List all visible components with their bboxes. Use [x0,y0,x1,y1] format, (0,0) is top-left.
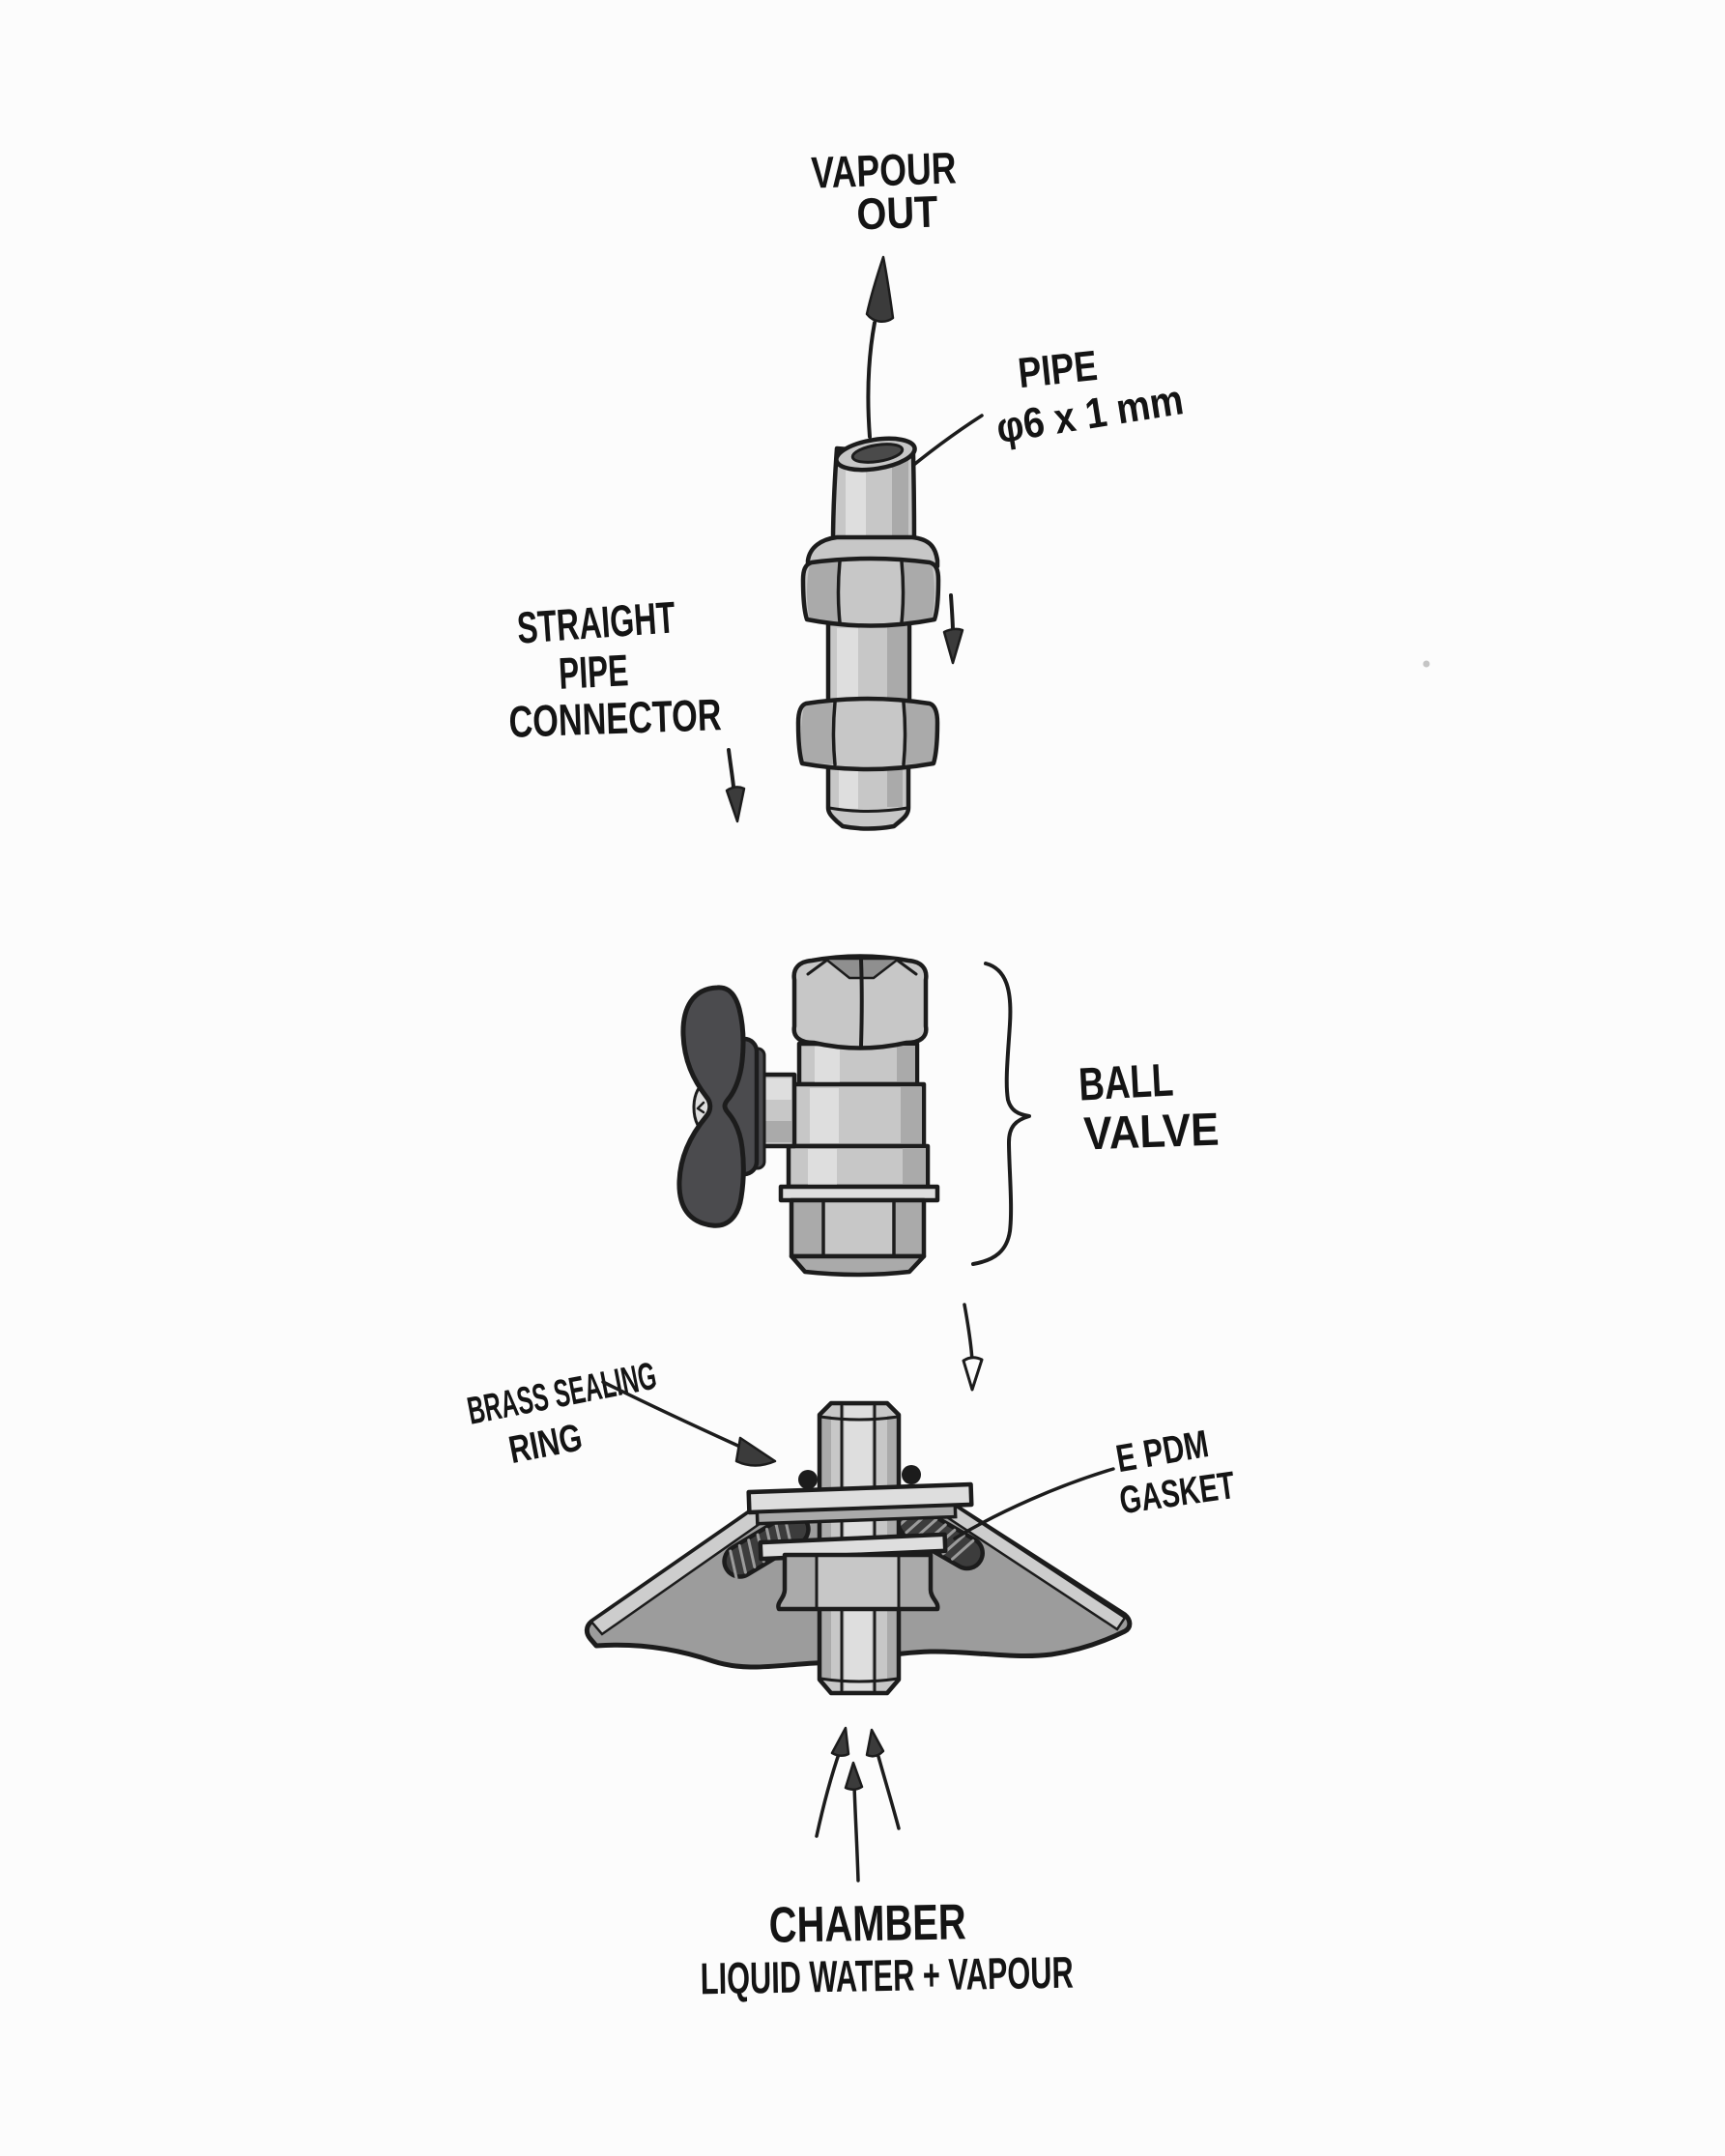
connector-body [825,620,912,704]
straight-pipe-connector-drawing [795,436,941,831]
butterfly-handle [676,985,746,1228]
straight-pipe-connector-label-line3: CONNECTOR [508,689,723,747]
vapour-out-arrow-icon [865,255,895,439]
union-nut-lower [795,696,940,772]
valve-flow-arrow [962,1303,984,1392]
chamber-flow-arrow-left [815,1726,850,1838]
chamber-label-line2: LIQUID WATER + VAPOUR [700,1947,1074,2004]
brass-ring-ball-left [798,1470,818,1489]
ball-valve-label-line1: BALL [1078,1054,1175,1110]
valve-neck [796,1041,920,1087]
ball-valve-label-line2: VALVE [1083,1105,1221,1161]
chamber-flange-drawing [584,1400,1133,1696]
brass-sealing-ring-label-line2: RING [505,1416,586,1472]
vapour-out-label-line1: VAPOUR [811,142,958,197]
epdm-leader-line [953,1467,1115,1540]
ball-valve-drawing [676,954,940,1278]
straight-pipe-connector-label-line1: STRAIGHT [515,591,676,652]
union-nut-upper [800,556,941,628]
brass-ring-ball-right [902,1465,921,1484]
connector-flow-arrow-left [725,748,746,823]
valve-body-band-1 [789,1081,927,1149]
pipe-top [830,436,917,546]
paper-speck [1423,660,1430,668]
brass-ring-arrow [601,1380,777,1467]
chamber-flow-arrow-right [865,1728,901,1830]
flange-hex-block [776,1552,940,1612]
flange-top-plate [746,1481,974,1526]
chamber-flow-arrow-center [844,1761,864,1883]
connector-flow-arrow-right [942,593,964,665]
valve-body-band-2 [786,1143,931,1190]
valve-outlet-block [789,1197,927,1278]
straight-pipe-connector-label-line2: PIPE [558,645,630,699]
threaded-stub [825,762,911,831]
vapour-out-label-line2: OUT [856,187,939,240]
pipe-label-line1: PIPE [1016,342,1100,397]
ball-valve-brace [971,962,1031,1266]
valve-cap-nut [791,954,929,1050]
chamber-label-line1: CHAMBER [768,1894,966,1954]
